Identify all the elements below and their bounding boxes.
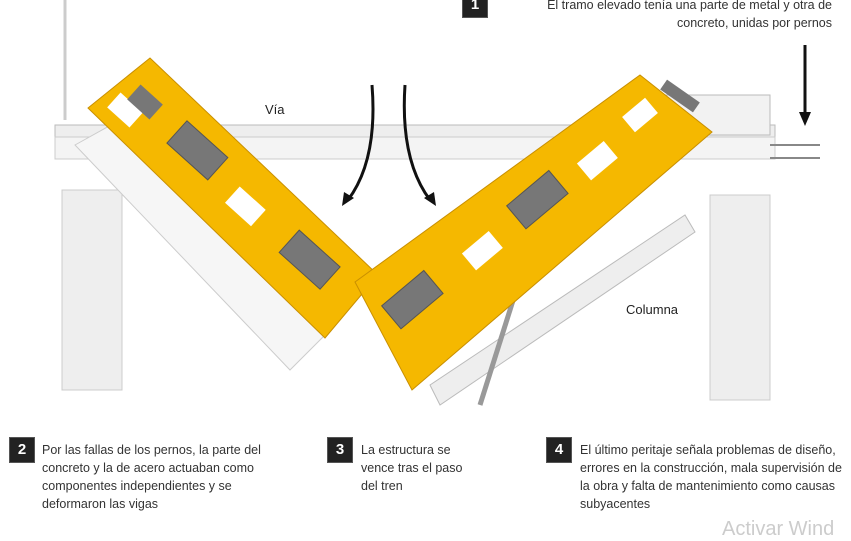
column-label: Columna (626, 302, 679, 317)
arrow-head-icon (342, 192, 354, 206)
step-3-badge: 3 (327, 437, 353, 463)
step-1-badge: 1 (462, 0, 488, 18)
arrow-head-icon (424, 192, 436, 206)
step-4-text: El último peritaje señala problemas de d… (580, 443, 842, 511)
right-train-car (354, 74, 713, 391)
left-train-car (87, 57, 379, 339)
windows-watermark: Activar Wind (722, 518, 835, 540)
collapse-illustration (54, 0, 820, 406)
step-3-text: La estructura se vence tras el paso del … (361, 443, 463, 493)
step-1-text: El tramo elevado tenía una parte de meta… (547, 0, 832, 30)
arrow-head-icon (799, 112, 811, 126)
step-2-text: Por las fallas de los pernos, la parte d… (42, 443, 261, 511)
step-2-badge: 2 (9, 437, 35, 463)
right-pillar (709, 194, 771, 401)
left-pillar (61, 189, 123, 391)
step-4-badge: 4 (546, 437, 572, 463)
force-arrows (346, 45, 807, 201)
track-label: Vía (265, 102, 285, 117)
